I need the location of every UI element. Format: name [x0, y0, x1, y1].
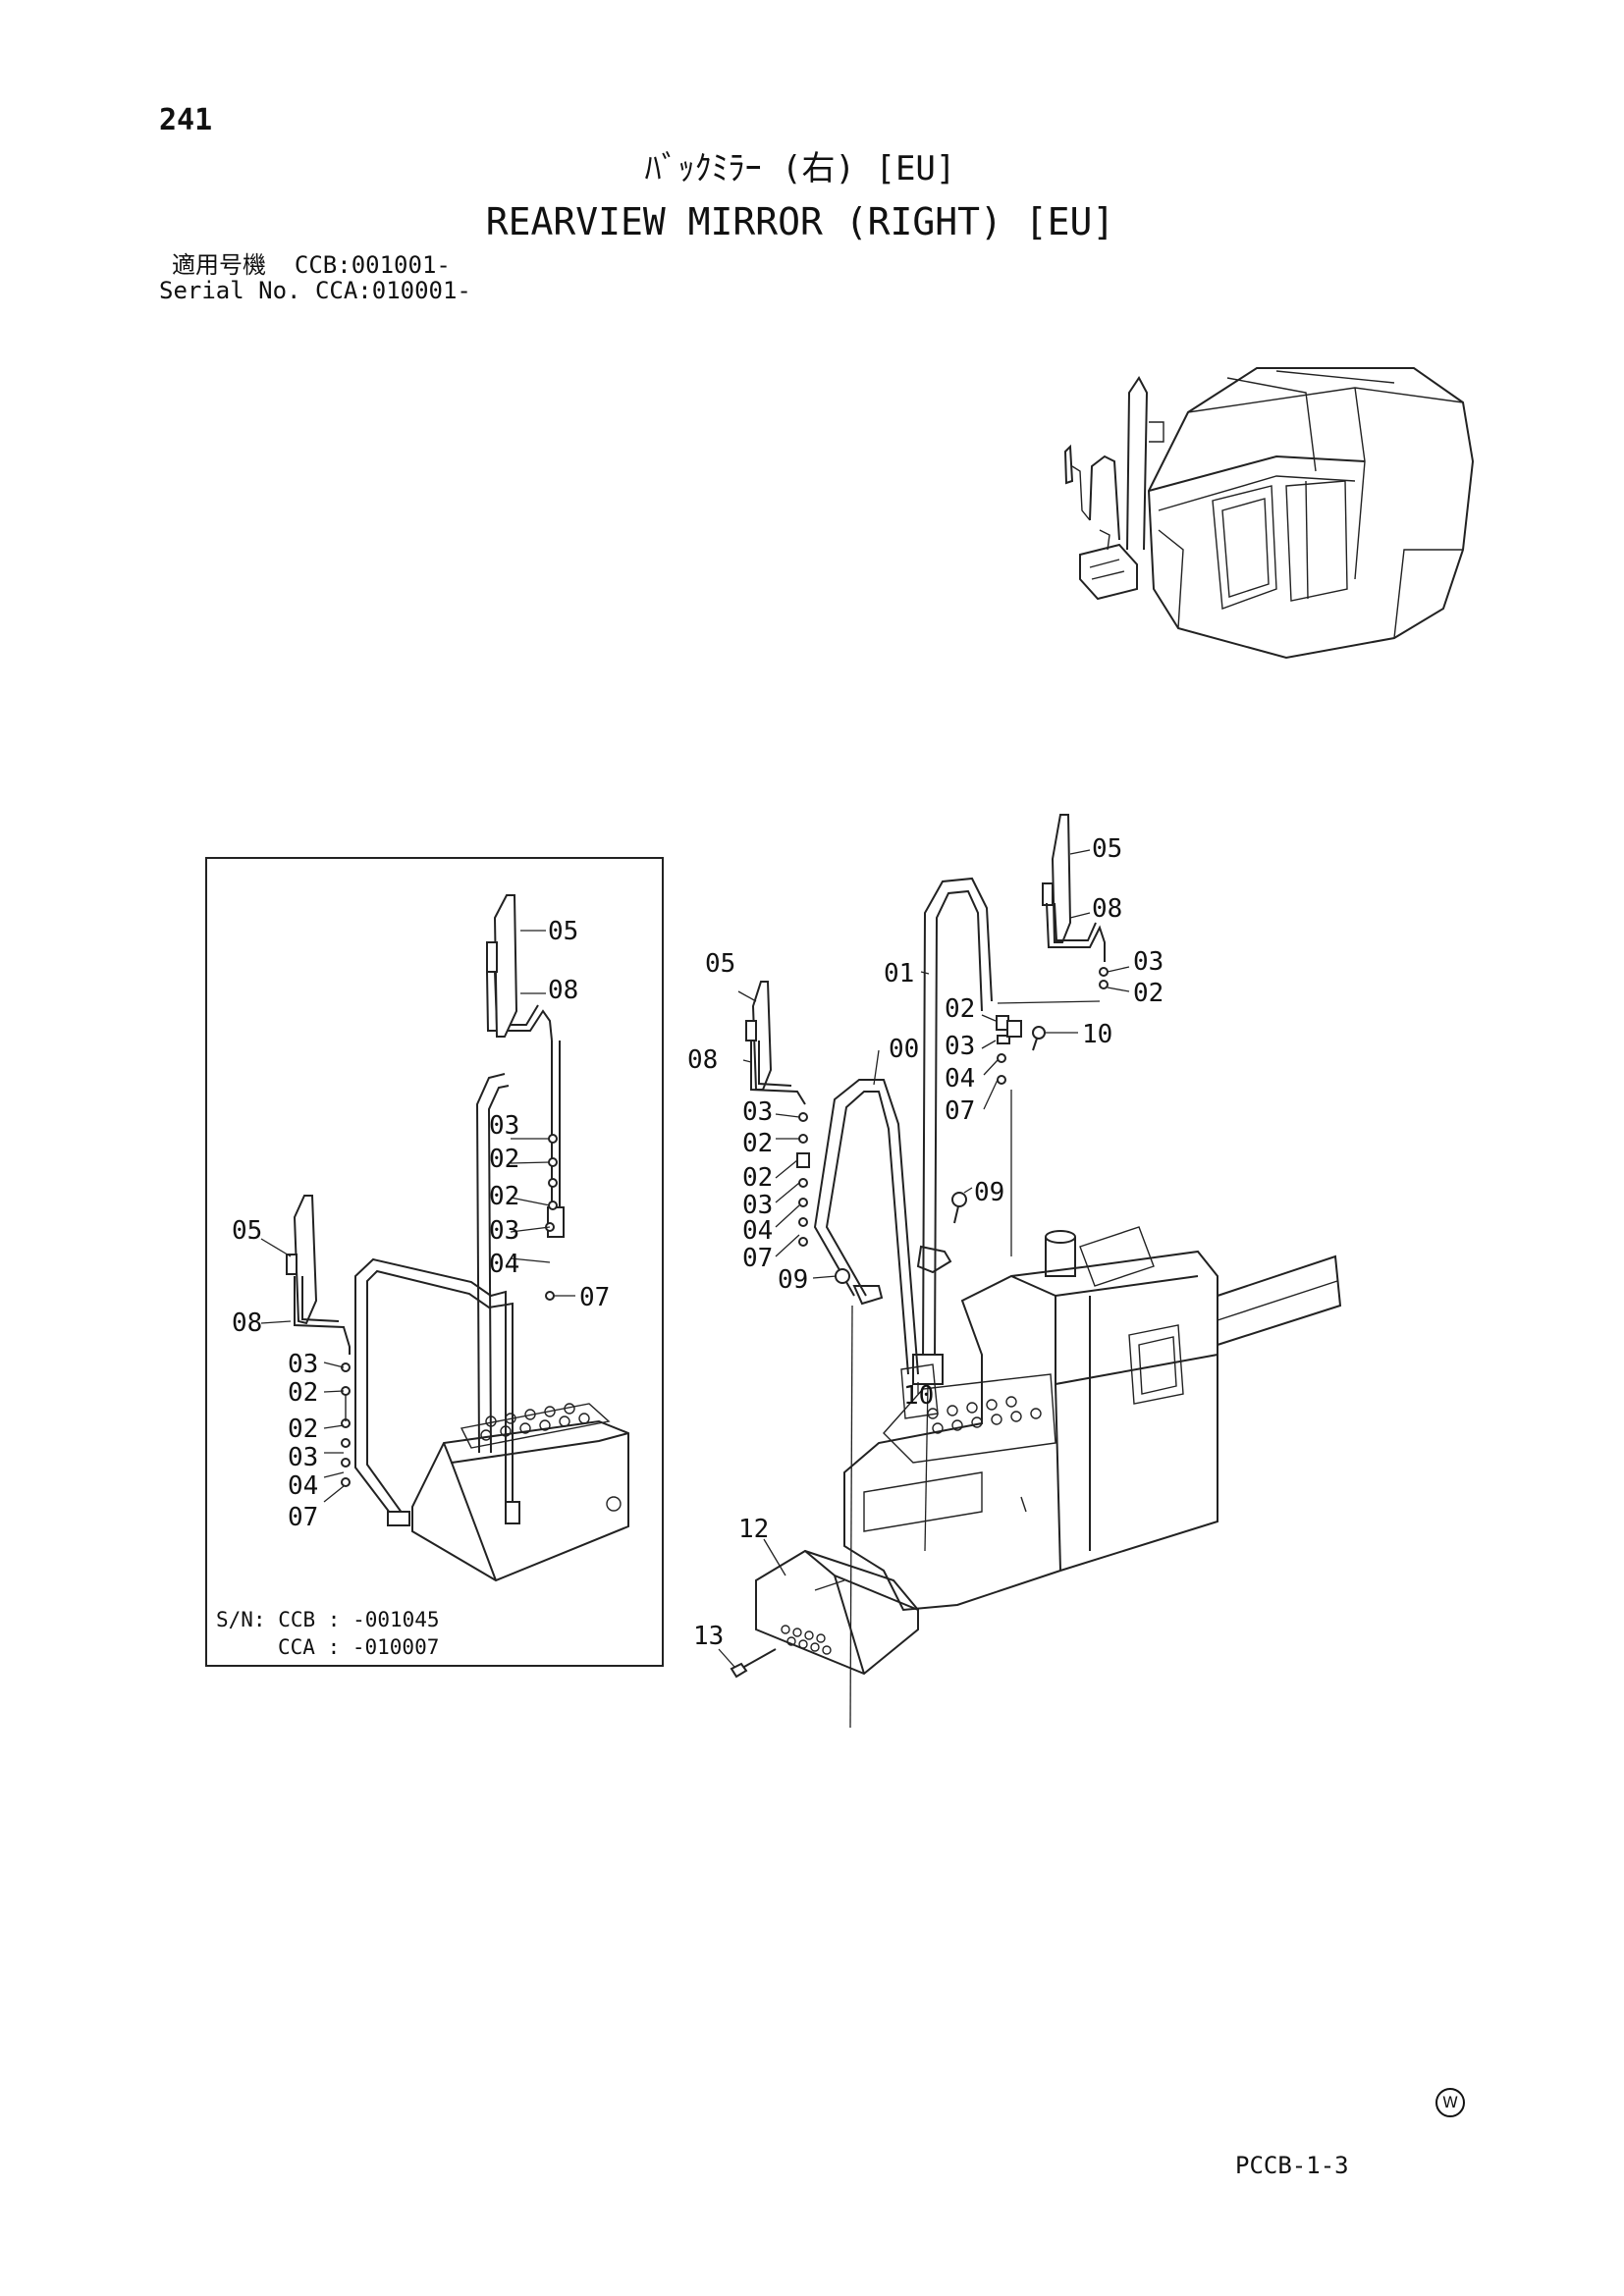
- part-label: 03: [489, 1111, 519, 1141]
- part-label: 08: [687, 1045, 718, 1075]
- page-number: 241: [159, 103, 213, 137]
- part-label: 00: [889, 1035, 919, 1064]
- part-label: 04: [489, 1250, 519, 1279]
- machine-overview-drawing: [1063, 367, 1475, 660]
- part-label: 09: [778, 1265, 808, 1295]
- part-label: 03: [288, 1443, 318, 1472]
- part-label: 01: [884, 959, 914, 988]
- part-label: 02: [489, 1182, 519, 1211]
- part-label: 05: [1092, 834, 1122, 864]
- page-title: REARVIEW MIRROR (RIGHT) [EU]: [485, 200, 1115, 243]
- part-label: 02: [1133, 979, 1164, 1008]
- main-exploded-drawing: [718, 814, 1342, 1729]
- part-label: 08: [1092, 894, 1122, 924]
- w-mark-icon: W: [1435, 2088, 1465, 2117]
- part-label: 05: [232, 1216, 262, 1246]
- part-label: 03: [489, 1216, 519, 1246]
- part-label: 04: [288, 1471, 318, 1501]
- inset-serial-range-ccb: S/N: CCB : -001045: [216, 1608, 440, 1631]
- part-label: 07: [288, 1503, 318, 1532]
- part-label: 10: [903, 1381, 934, 1411]
- part-label: 02: [489, 1145, 519, 1174]
- part-label: 12: [738, 1515, 769, 1544]
- part-label: 08: [548, 976, 578, 1005]
- part-label: 08: [232, 1308, 262, 1338]
- part-label: 02: [742, 1129, 773, 1158]
- part-label: 04: [945, 1064, 975, 1094]
- part-label: 02: [945, 994, 975, 1024]
- inset-drawing: [260, 894, 629, 1582]
- applicable-serial-japanese: 適用号機 CCB:001001-: [172, 251, 451, 279]
- document-code: PCCB-1-3: [1235, 2152, 1349, 2179]
- part-label: 03: [945, 1032, 975, 1061]
- part-label: 09: [974, 1178, 1004, 1207]
- part-label: 04: [742, 1216, 773, 1246]
- inset-serial-range-cca: CCA : -010007: [278, 1635, 440, 1659]
- part-label: 07: [742, 1244, 773, 1273]
- part-label: 02: [742, 1163, 773, 1193]
- part-label: 02: [288, 1378, 318, 1408]
- part-label: 10: [1082, 1020, 1112, 1049]
- part-label: 03: [288, 1350, 318, 1379]
- part-label: 07: [945, 1096, 975, 1126]
- part-label: 07: [579, 1283, 610, 1312]
- part-label: 05: [548, 917, 578, 946]
- part-label: 02: [288, 1415, 318, 1444]
- part-label: 03: [742, 1097, 773, 1127]
- inset-box: [205, 857, 664, 1667]
- applicable-serial: Serial No. CCA:010001-: [159, 277, 471, 304]
- part-label: 03: [742, 1191, 773, 1220]
- part-label: 05: [705, 949, 735, 979]
- part-label: 03: [1133, 947, 1164, 977]
- part-label: 13: [693, 1622, 724, 1651]
- page-title-japanese: ﾊﾞｯｸﾐﾗｰ (右) [EU]: [644, 149, 956, 188]
- inset-part-labels: 05 08 03 02 02 03 04 07 05 08 03 02 02 0…: [232, 917, 610, 1532]
- main-part-labels: 05 08 03 02 01 02 03 04 07 10 05 08 00 0…: [687, 834, 1164, 1651]
